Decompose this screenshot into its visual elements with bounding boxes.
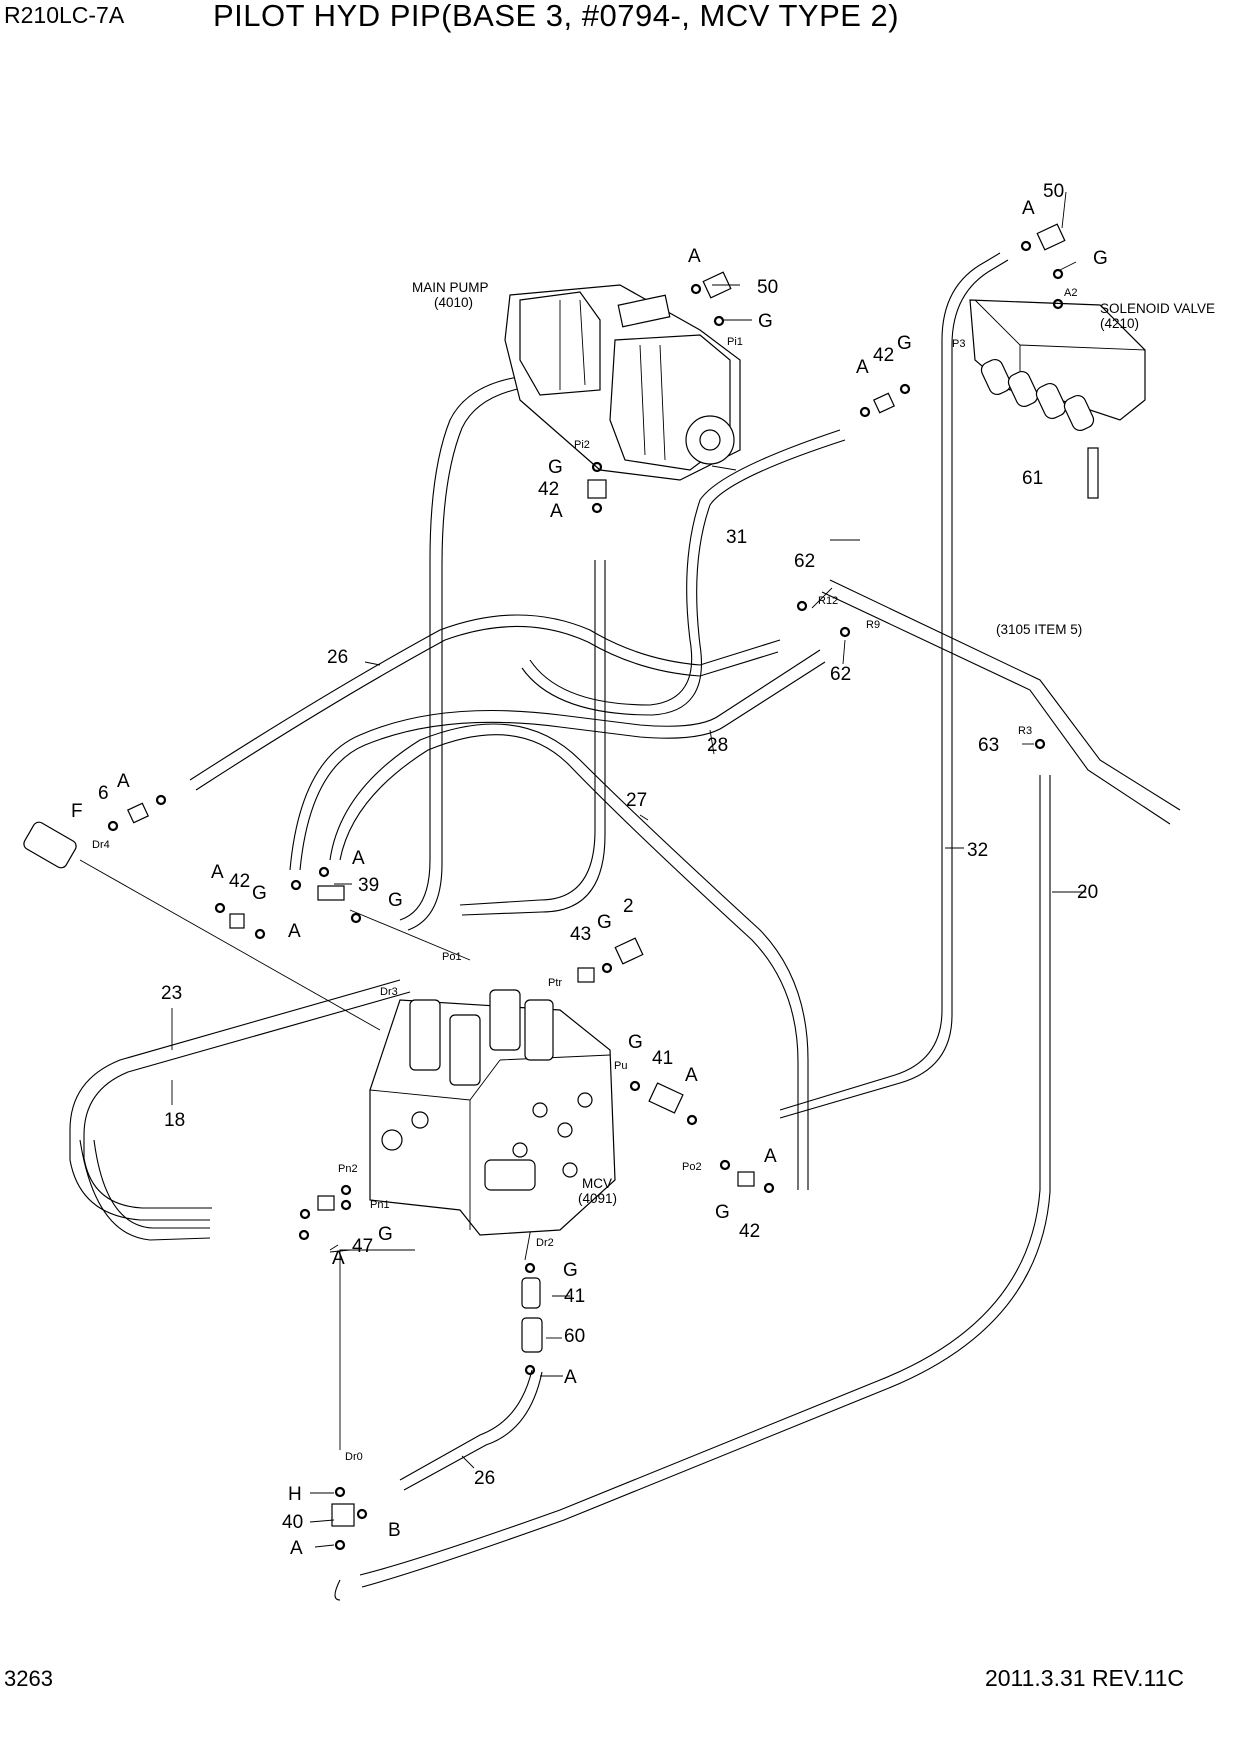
callout: A xyxy=(211,862,224,883)
callout: G xyxy=(548,457,563,478)
leader-lines xyxy=(171,191,1086,1548)
callout: A xyxy=(764,1146,777,1167)
callout: A xyxy=(564,1367,577,1388)
callout: 42 xyxy=(739,1221,760,1242)
callout: G xyxy=(597,912,612,933)
callout: A xyxy=(1022,198,1035,219)
port-label: R3 xyxy=(1018,725,1032,737)
callout: 2 xyxy=(623,896,634,917)
page-title: PILOT HYD PIP(BASE 3, #0794-, MCV TYPE 2… xyxy=(213,0,900,33)
fittings xyxy=(23,223,1066,1551)
port-label: Dr4 xyxy=(92,839,110,851)
callout: B xyxy=(388,1520,401,1541)
port-label: Pu xyxy=(614,1060,627,1072)
callout: 27 xyxy=(626,790,647,811)
pipe-routing xyxy=(69,252,1181,1601)
main-pump-icon xyxy=(504,284,741,481)
main-pump-code: (4010) xyxy=(434,295,473,310)
port-label: Pn1 xyxy=(370,1199,390,1211)
callout: A xyxy=(688,246,701,267)
callout: 6 xyxy=(98,783,109,804)
mcv-label: MCV xyxy=(582,1176,612,1191)
revision-date: 2011.3.31 REV.11C xyxy=(984,1665,1184,1691)
port-label: Pn2 xyxy=(338,1163,358,1175)
callout: A xyxy=(685,1065,698,1086)
solenoid-valve-code: (4210) xyxy=(1100,316,1139,331)
mcv-code: (4091) xyxy=(578,1191,617,1206)
port-label: R9 xyxy=(866,619,880,631)
callout: 40 xyxy=(282,1512,303,1533)
port-label: P3 xyxy=(952,338,965,350)
callout: A xyxy=(550,501,563,522)
callout: G xyxy=(388,890,403,911)
callout: 61 xyxy=(1022,468,1043,489)
callout: 42 xyxy=(229,871,250,892)
callout: 28 xyxy=(707,735,728,756)
port-label: Dr3 xyxy=(380,986,398,998)
port-label: Ptr xyxy=(548,977,562,989)
callout: 42 xyxy=(873,345,894,366)
callout: 39 xyxy=(358,875,379,896)
callout: 60 xyxy=(564,1326,585,1347)
port-label: Pi1 xyxy=(727,336,743,348)
callout: G xyxy=(715,1202,730,1223)
callout: G xyxy=(378,1224,393,1245)
port-labels: Pi1 Pi2 A2 P3 R12 R9 R3 Dr4 Po1 Dr3 Ptr … xyxy=(92,287,1077,1463)
callout: 18 xyxy=(164,1110,185,1131)
callout: 31 xyxy=(726,527,747,548)
callout: G xyxy=(1093,248,1108,269)
callout: 47 xyxy=(352,1236,373,1257)
reference-note: (3105 ITEM 5) xyxy=(996,622,1082,637)
callout: 62 xyxy=(794,551,815,572)
port-label: Po1 xyxy=(442,951,462,963)
callout: F xyxy=(71,801,83,822)
model-code: R210LC-7A xyxy=(4,2,125,28)
callout: A xyxy=(332,1248,345,1269)
component-labels: MAIN PUMP (4010) SOLENOID VALVE (4210) M… xyxy=(412,280,1215,1206)
callout: 23 xyxy=(161,983,182,1004)
callout: 26 xyxy=(474,1468,495,1489)
callout: G xyxy=(897,333,912,354)
callout: 20 xyxy=(1077,882,1098,903)
callout: 63 xyxy=(978,735,999,756)
main-pump-label: MAIN PUMP xyxy=(412,280,489,295)
port-label: Po2 xyxy=(682,1161,702,1173)
callout: A xyxy=(288,921,301,942)
callout: A xyxy=(352,848,365,869)
callout: 43 xyxy=(570,924,591,945)
port-label: R12 xyxy=(818,595,838,607)
port-label: Dr2 xyxy=(536,1237,554,1249)
solenoid-valve-icon xyxy=(969,299,1146,499)
callout: G xyxy=(563,1260,578,1281)
callout: G xyxy=(758,311,773,332)
callout: 26 xyxy=(327,647,348,668)
port-label: Dr0 xyxy=(345,1451,363,1463)
callout: G xyxy=(252,883,267,904)
callout: 41 xyxy=(652,1048,673,1069)
callout: 32 xyxy=(967,840,988,861)
callout: A xyxy=(856,357,869,378)
callout: 50 xyxy=(757,277,778,298)
page-number: 3263 xyxy=(4,1666,53,1691)
callout: 62 xyxy=(830,664,851,685)
callout: A xyxy=(117,771,130,792)
port-label: Pi2 xyxy=(574,439,590,451)
callout: G xyxy=(628,1032,643,1053)
callout: H xyxy=(288,1484,302,1505)
port-label: A2 xyxy=(1064,287,1077,299)
callout: 41 xyxy=(564,1286,585,1307)
callout: A xyxy=(290,1538,303,1559)
part-callouts: 50 A G A 50 G A 42 G 61 G 42 A 31 62 62 … xyxy=(71,181,1108,1559)
mcv-icon xyxy=(369,989,616,1236)
callout: 50 xyxy=(1043,181,1064,202)
callout: 42 xyxy=(538,479,559,500)
solenoid-valve-label: SOLENOID VALVE xyxy=(1100,301,1215,316)
